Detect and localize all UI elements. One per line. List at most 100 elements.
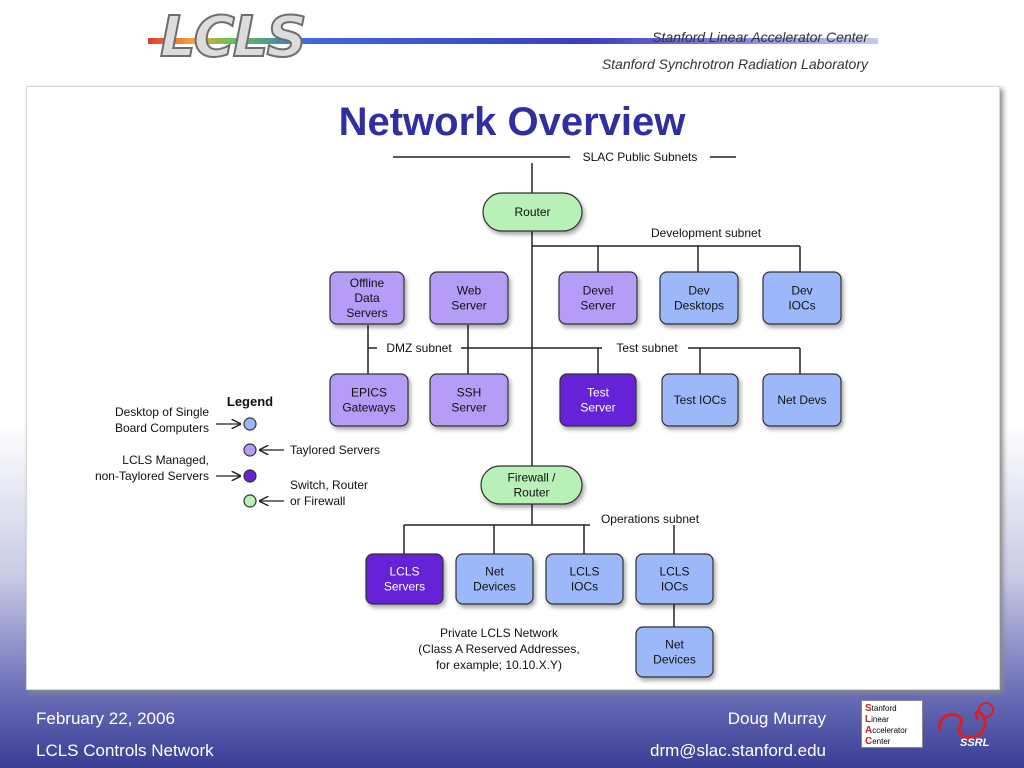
node-label: Servers (384, 580, 425, 594)
node-box (659, 271, 739, 325)
node-label: IOCs (661, 580, 688, 594)
node-label: Gateways (342, 401, 395, 415)
page-title: Network Overview (338, 100, 686, 144)
node-label: Devel (583, 284, 614, 298)
slac-logo-line: Accelerator (865, 725, 908, 736)
node-box (635, 626, 714, 678)
header-band: LCLS Stanford Linear Accelerator Center … (0, 0, 1024, 84)
node-box (365, 553, 444, 605)
node-label: IOCs (571, 580, 598, 594)
node-box (545, 553, 624, 605)
node-label: Offline (350, 276, 385, 290)
legend-label-switch: or Firewall (290, 494, 345, 508)
connection-lines (367, 156, 801, 627)
org-line-1: Stanford Linear Accelerator Center (652, 29, 868, 45)
node-box (635, 553, 714, 605)
node-label: EPICS (351, 386, 387, 400)
private-network-note: Private LCLS Network (440, 626, 559, 640)
node-box (329, 271, 405, 325)
slac-logo-line: Center (865, 736, 891, 747)
legend-swatch-taylored (243, 443, 257, 457)
node-label: Firewall / (507, 471, 556, 485)
node-label: Server (580, 401, 615, 415)
node-label: SSH (457, 386, 482, 400)
private-network-note: (Class A Reserved Addresses, (418, 642, 579, 656)
legend-label-taylored: Taylored Servers (290, 443, 380, 457)
node-firewall: Firewall /Router (480, 465, 583, 505)
node-label: Data (354, 291, 380, 305)
legend-label-sbc: Board Computers (115, 421, 209, 435)
node-label: Dev (791, 284, 812, 298)
node-label: LCLS (659, 565, 689, 579)
node-label: Net (485, 565, 504, 579)
node-label: IOCs (788, 299, 815, 313)
node-box (661, 373, 739, 427)
node-label: Test IOCs (674, 393, 727, 407)
node-label: Net (665, 638, 684, 652)
node-label: Net Devs (777, 393, 826, 407)
node-box (480, 465, 583, 505)
node-label: Dev (688, 284, 709, 298)
network-nodes: RouterOfflineDataServersWebServerDevelSe… (329, 192, 842, 678)
node-box (762, 271, 842, 325)
node-label: Router (513, 486, 549, 500)
legend-label-sbc: Desktop of Single (115, 405, 209, 419)
node-box (429, 271, 509, 325)
subnet-label-test: Test subnet (616, 341, 678, 355)
private-network-note: for example; 10.10.X.Y) (436, 658, 562, 672)
node-box (482, 192, 583, 232)
node-label: Server (451, 299, 486, 313)
node-box (429, 373, 509, 427)
footer-author: Doug Murray (727, 709, 826, 728)
footer-date: February 22, 2006 (36, 709, 175, 728)
logo-stripe (148, 38, 878, 44)
node-label: Server (580, 299, 615, 313)
node-label: Devices (653, 653, 696, 667)
node-label: Web (457, 284, 482, 298)
legend-title: Legend (227, 394, 273, 409)
node-label: Servers (346, 306, 387, 320)
footer-email: drm@slac.stanford.edu (649, 741, 826, 760)
ssrl-logo-text: SSRL (960, 737, 990, 749)
node-label: LCLS (569, 565, 599, 579)
node-label: Router (514, 205, 550, 219)
subnet-label-public: SLAC Public Subnets (583, 150, 698, 164)
org-line-2: Stanford Synchrotron Radiation Laborator… (601, 56, 868, 72)
node-netdevs: Net Devs (762, 373, 842, 427)
subnet-label-dmz: DMZ subnet (386, 341, 452, 355)
subnet-label-operations: Operations subnet (601, 512, 700, 526)
legend-swatch-switch (243, 494, 257, 508)
legend-label-switch: Switch, Router (290, 478, 368, 492)
node-label: Test (587, 386, 610, 400)
node-box (558, 271, 638, 325)
lcls-logo: LCLS (159, 5, 308, 70)
legend-swatch-managed (243, 469, 257, 483)
node-testioc: Test IOCs (661, 373, 739, 427)
node-label: LCLS (389, 565, 419, 579)
node-label: Desktops (674, 299, 724, 313)
legend-label-managed: LCLS Managed, (122, 453, 209, 467)
legend-label-managed: non-Taylored Servers (95, 469, 209, 483)
node-box (559, 373, 637, 427)
slac-logo-line: Stanford (865, 703, 897, 714)
node-label: Devices (473, 580, 516, 594)
node-label: Server (451, 401, 486, 415)
subnet-label-development: Development subnet (651, 226, 762, 240)
ssrl-logo-graphic (938, 702, 994, 740)
